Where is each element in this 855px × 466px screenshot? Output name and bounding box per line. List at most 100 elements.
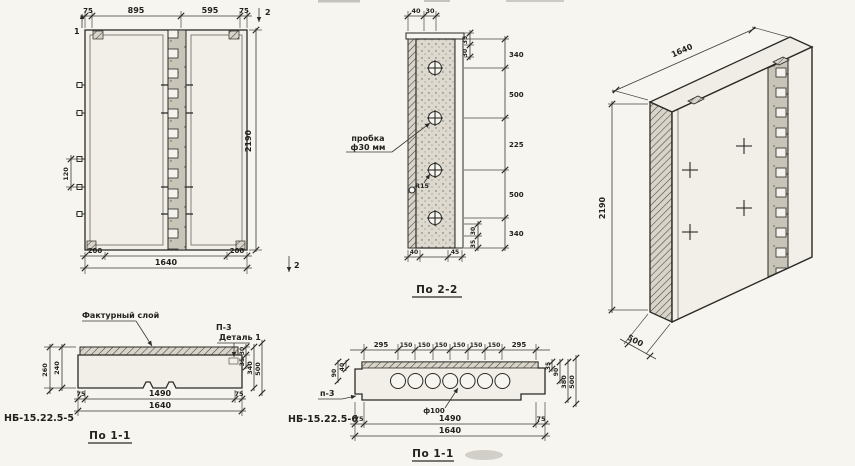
- front-dimension-lines: [66, 8, 292, 274]
- dim-label: 75: [536, 415, 546, 423]
- joint-key-strip: [167, 29, 187, 251]
- facture-layer: [361, 361, 539, 369]
- inner-layer: [454, 38, 464, 249]
- plug-holes: [408, 59, 444, 227]
- panel-outline: [84, 29, 248, 251]
- section-a-leaders: [82, 320, 250, 357]
- view-title: По 1-1: [412, 448, 454, 460]
- dim-label: 340: [246, 361, 254, 375]
- panel-side-face: [649, 100, 673, 324]
- section-b-leaders: [318, 387, 459, 409]
- dim-label: 500: [254, 362, 262, 376]
- lifting-loop-iso-left: [687, 95, 705, 105]
- section-marker-1: 1: [74, 27, 80, 36]
- dim-left-label: 120: [62, 167, 70, 181]
- node-label: п-3: [320, 389, 334, 398]
- slab-top-cap: [405, 32, 465, 40]
- section-marker-2-top: 2: [265, 8, 271, 17]
- dim-label: 150: [488, 342, 501, 349]
- dim-label: 295: [512, 341, 527, 349]
- plug-note: пробка: [351, 133, 384, 143]
- dim-label: 150: [435, 342, 448, 349]
- facture-layer: [407, 38, 417, 249]
- section-marker-2-bottom: 2: [294, 261, 300, 270]
- dim-label: 40: [410, 249, 418, 256]
- dim-label: 45: [451, 249, 459, 256]
- dim-label: 35: [470, 240, 477, 248]
- dim-label: 1490: [149, 389, 172, 398]
- dim-label: 35: [545, 362, 552, 370]
- dim-label: 500: [509, 191, 524, 199]
- dim-label: 150: [470, 342, 483, 349]
- r15-groove: [408, 186, 416, 194]
- dim-label: 380: [560, 375, 568, 389]
- panel-left-leaf: [89, 34, 164, 246]
- isometric-view: 1640 2190 500: [598, 26, 814, 360]
- dim-label: 895: [128, 6, 145, 15]
- slab-body: [77, 354, 243, 389]
- dim-width-label: 1640: [155, 258, 178, 267]
- dim-label: 75: [354, 415, 364, 423]
- radius-note: R15: [415, 182, 430, 190]
- facture-label: Фактурный слой: [82, 311, 159, 320]
- dim-label: 35: [462, 36, 469, 44]
- lifting-loop-iso-right: [772, 56, 790, 66]
- node-p3-detail: [228, 357, 239, 365]
- dim-label: 225: [509, 141, 524, 149]
- detail-label: Деталь 1: [219, 333, 261, 342]
- dim-label: 35: [239, 358, 246, 366]
- dim-label: 295: [374, 341, 389, 349]
- bottom-corner-key-right: [235, 240, 246, 250]
- panel-right-leaf: [190, 34, 243, 246]
- dim-width-label: 1640: [439, 426, 462, 435]
- section-2-2-dimension-lines: [346, 11, 509, 262]
- front-elevation-view: 1 75 895 595 75 2 2190 120 200 200 1640 …: [62, 6, 300, 274]
- lifting-loop-left: [92, 30, 104, 40]
- dim-height-label: 2190: [244, 129, 253, 152]
- dim-label: 40: [411, 7, 421, 15]
- dim-label: 240: [53, 361, 61, 375]
- lifting-loop-right: [228, 30, 240, 40]
- dim-label: 90: [331, 369, 338, 377]
- view-title: По 2-2: [416, 284, 458, 296]
- dim-label: 500: [509, 91, 524, 99]
- dim-label: 30: [239, 347, 246, 355]
- section-b-dimension-lines: [334, 344, 580, 441]
- dim-label: 150: [418, 342, 431, 349]
- plug-note: ф30 мм: [351, 143, 386, 152]
- bottom-corner-key-left: [86, 240, 97, 250]
- view-title: По 1-1: [89, 430, 131, 442]
- dim-label: 595: [202, 6, 219, 15]
- dim-label: 30: [425, 7, 435, 15]
- dim-label: 150: [453, 342, 466, 349]
- joint-key-strip-iso: [767, 58, 789, 278]
- dim-label: 75: [76, 390, 86, 398]
- dim-width-label: 1640: [149, 401, 172, 410]
- section-1-1-a-view: Фактурный слой П-3 Деталь 1 240 260 30 3…: [4, 311, 266, 444]
- dim-label: 200: [230, 247, 245, 255]
- dim-label: 340: [509, 230, 524, 238]
- dim-label: 75: [234, 390, 244, 398]
- hole-diameter-label: ф100: [423, 407, 445, 415]
- ink-smudge: [465, 450, 503, 460]
- node-label: П-3: [216, 323, 232, 332]
- dim-label: 500: [568, 375, 576, 389]
- dim-label: 90: [553, 368, 560, 376]
- panel-mark: НБ-15.22.5-6: [288, 414, 358, 425]
- iso-dimension-lines: [608, 26, 789, 360]
- section-1-1-b-view: 295 150 150 150 150 150 150 295 40 90 35…: [288, 341, 580, 462]
- section-2-2-view: 40 30 35 30 340 500 225 500 340 40 45 30…: [346, 7, 524, 298]
- dim-label: 200: [88, 247, 103, 255]
- scan-artifacts: [318, 0, 564, 3]
- section-a-dimension-lines: [44, 339, 266, 416]
- dim-label: 150: [400, 342, 413, 349]
- iso-height-label: 2190: [598, 196, 607, 219]
- dim-label: 40: [339, 363, 346, 371]
- dim-label: 30: [470, 227, 477, 235]
- dim-label: 1490: [439, 414, 462, 423]
- anchor-marks: [75, 82, 193, 217]
- panel-mark: НБ-15.22.5-5: [4, 413, 74, 424]
- void-holes: [390, 373, 511, 389]
